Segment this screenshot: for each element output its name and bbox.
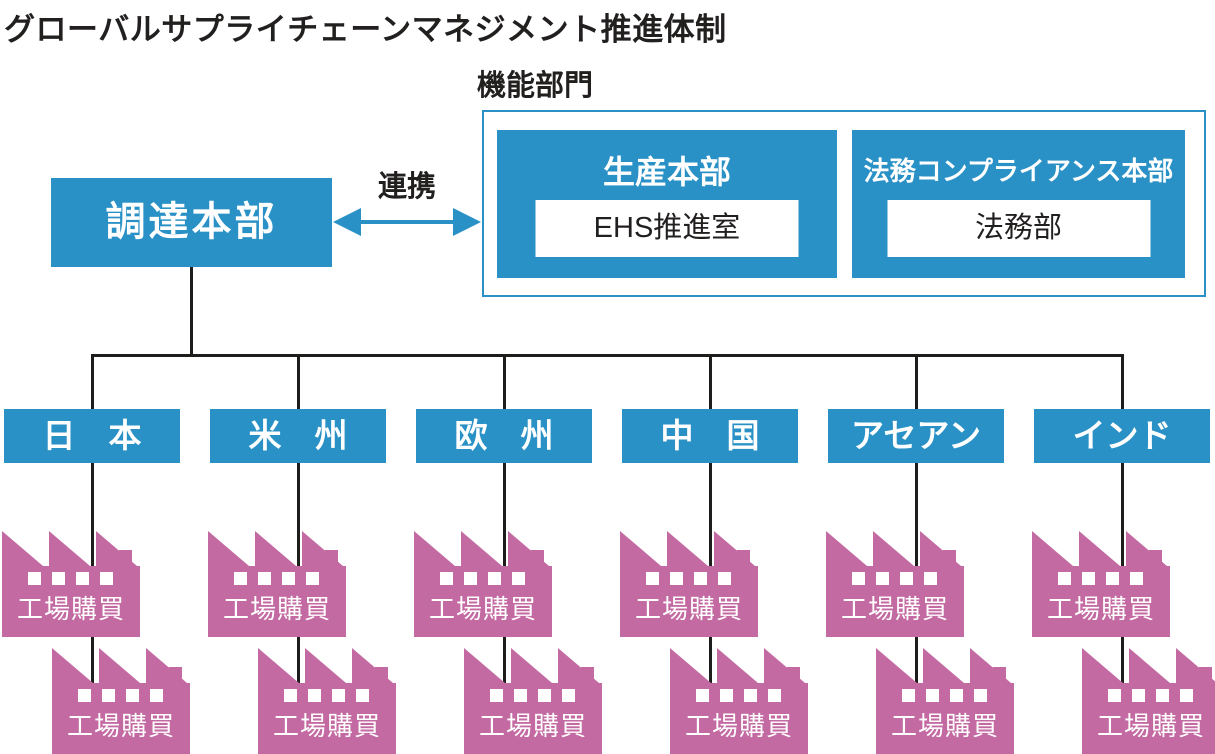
region-box-china: 中 国 <box>622 409 798 463</box>
factory-icon: 工場購買 <box>2 531 140 637</box>
factory-icon: 工場購買 <box>464 648 602 754</box>
region-box-japan: 日 本 <box>4 409 180 463</box>
factory-icon: 工場購買 <box>876 648 1014 754</box>
factory-icon: 工場購買 <box>208 531 346 637</box>
drop-line <box>915 354 918 409</box>
factory-icon: 工場購買 <box>826 531 964 637</box>
factory-label: 工場購買 <box>890 711 999 741</box>
distribution-line <box>91 354 1124 357</box>
factory-icon: 工場購買 <box>1082 648 1215 754</box>
factory-icon: 工場購買 <box>670 648 808 754</box>
procurement-hq-box: 調達本部 <box>51 178 332 267</box>
factory-label: 工場購買 <box>1046 594 1155 624</box>
factory-label: 工場購買 <box>428 594 537 624</box>
stem-line <box>190 266 193 356</box>
drop-line <box>503 354 506 409</box>
production-hq-box: 生産本部 EHS推進室 <box>497 130 837 278</box>
drop-line <box>91 354 94 409</box>
factory-icon: 工場購買 <box>414 531 552 637</box>
legal-compliance-hq-box: 法務コンプライアンス本部 法務部 <box>852 130 1185 278</box>
production-hq-label: 生産本部 <box>602 154 731 190</box>
functional-division-label: 機能部門 <box>477 70 594 102</box>
drop-line <box>1121 354 1124 409</box>
drop-line <box>297 354 300 409</box>
drop-line <box>709 354 712 409</box>
region-box-americas: 米 州 <box>210 409 386 463</box>
region-box-india: インド <box>1034 409 1210 463</box>
factory-label: 工場購買 <box>634 594 743 624</box>
factory-label: 工場購買 <box>66 711 175 741</box>
factory-icon: 工場購買 <box>52 648 190 754</box>
legal-dept-box: 法務部 <box>887 200 1150 257</box>
legal-compliance-hq-label: 法務コンプライアンス本部 <box>863 156 1174 186</box>
factory-icon: 工場購買 <box>620 531 758 637</box>
factory-label: 工場購買 <box>272 711 381 741</box>
ehs-office-box: EHS推進室 <box>535 200 799 257</box>
factory-icon: 工場購買 <box>1032 531 1170 637</box>
factory-label: 工場購買 <box>222 594 331 624</box>
collaboration-label: 連携 <box>377 171 436 203</box>
factory-label: 工場購買 <box>16 594 125 624</box>
factory-label: 工場購買 <box>684 711 793 741</box>
region-box-asean: アセアン <box>828 409 1004 463</box>
region-box-europe: 欧 州 <box>416 409 592 463</box>
factory-label: 工場購買 <box>478 711 587 741</box>
factory-icon: 工場購買 <box>258 648 396 754</box>
factory-label: 工場購買 <box>1096 711 1205 741</box>
factory-label: 工場購買 <box>840 594 949 624</box>
double-arrow-icon <box>333 208 481 236</box>
page-title: グローバルサプライチェーンマネジメント推進体制 <box>4 12 727 47</box>
